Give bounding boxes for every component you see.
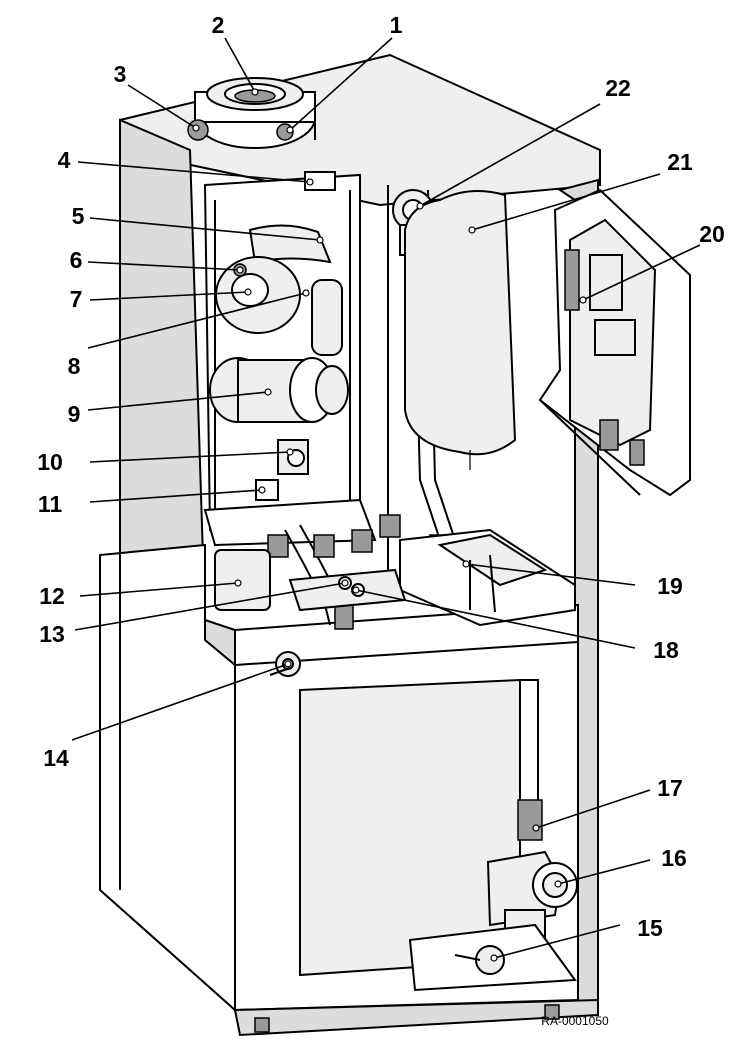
- leader-dots: [192, 88, 587, 962]
- callout-19: 19: [657, 573, 683, 599]
- callout-4: 4: [58, 147, 71, 173]
- callout-2: 2: [212, 12, 225, 38]
- callout-15: 15: [637, 915, 663, 941]
- callout-11: 11: [38, 491, 63, 517]
- callout-18: 18: [653, 637, 679, 663]
- callout-10: 10: [37, 449, 63, 475]
- control-box: [538, 188, 691, 497]
- hydraulic-block: [399, 528, 576, 627]
- callout-17: 17: [657, 775, 683, 801]
- callout-7: 7: [70, 286, 83, 312]
- callout-21: 21: [667, 149, 693, 175]
- callout-13: 13: [39, 621, 65, 647]
- expansion-vessel: [404, 190, 517, 470]
- callout-1: 1: [390, 12, 403, 38]
- callout-6: 6: [70, 247, 83, 273]
- leader-lines: [71, 37, 701, 959]
- callout-14: 14: [43, 745, 69, 771]
- gas-valve-plate: [214, 549, 407, 612]
- callout-labels: 1 2 3 4 5 6 7 8 9 10 11 12 13 14 15 16 1…: [37, 12, 725, 941]
- callout-16: 16: [661, 845, 687, 871]
- callout-22: 22: [605, 75, 631, 101]
- burner-frame: [203, 171, 377, 547]
- callout-9: 9: [68, 401, 81, 427]
- callout-12: 12: [39, 583, 65, 609]
- callout-5: 5: [72, 203, 85, 229]
- drawing-code: RA-0001050: [541, 1014, 609, 1028]
- callout-8: 8: [68, 353, 81, 379]
- callout-3: 3: [114, 61, 127, 87]
- callout-20: 20: [699, 221, 725, 247]
